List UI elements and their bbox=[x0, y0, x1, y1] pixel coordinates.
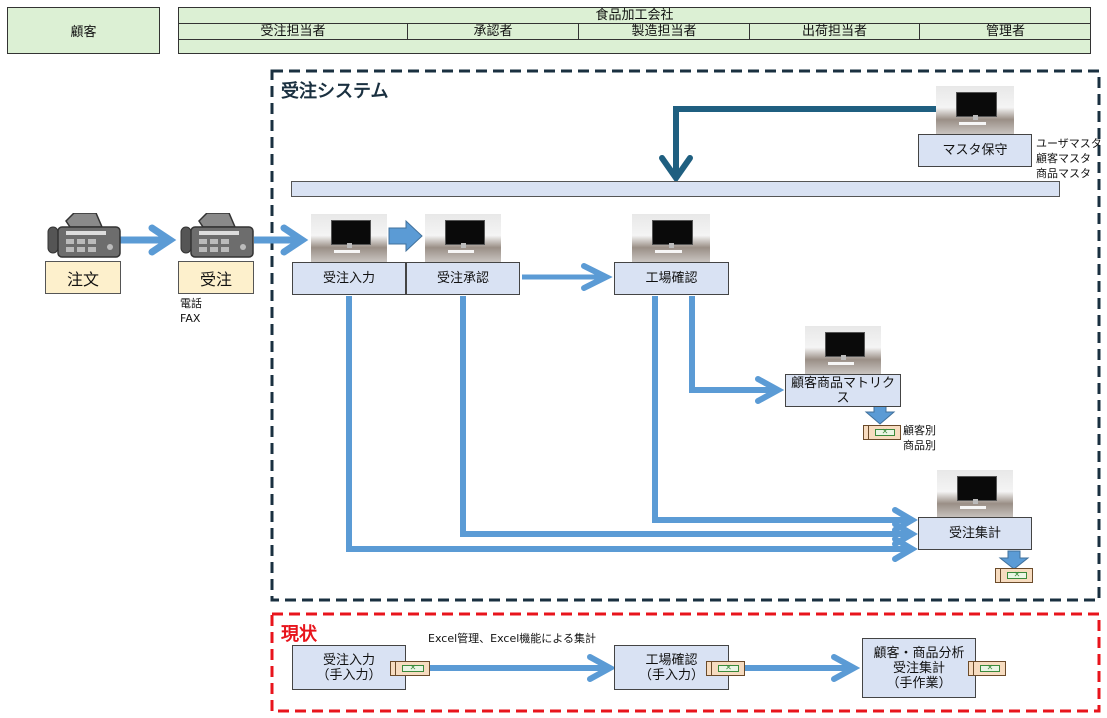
lane-company: 食品加工会社 受注担当者 承認者 製造担当者 出荷担当者 管理者 bbox=[178, 7, 1091, 54]
process-order-entry[interactable]: 受注入力 bbox=[292, 262, 406, 295]
arrowhead bbox=[280, 224, 309, 256]
current-title: 現状 bbox=[281, 624, 317, 645]
excel-icon bbox=[390, 661, 430, 676]
process-manual-analysis[interactable]: 顧客・商品分析 受注集計 （手作業） bbox=[862, 638, 976, 698]
arrowhead bbox=[148, 224, 177, 256]
channel-fax: FAX bbox=[180, 312, 201, 325]
role-approver: 承認者 bbox=[407, 24, 578, 40]
arrowhead bbox=[587, 654, 617, 682]
lane-customer-label: 顧客 bbox=[70, 25, 97, 40]
current-border bbox=[270, 612, 1101, 713]
excel-icon bbox=[706, 661, 745, 676]
manual-entry-line1: 受注入力 bbox=[322, 652, 375, 668]
computer-icon bbox=[632, 214, 710, 262]
manual-analysis-line3: （手作業） bbox=[886, 675, 952, 691]
role-order-staff: 受注担当者 bbox=[260, 24, 326, 39]
master-note-customer: 顧客マスタ bbox=[1036, 152, 1091, 165]
process-customer-product-matrix[interactable]: 顧客商品マトリクス bbox=[785, 374, 901, 407]
process-manual-factory[interactable]: 工場確認 （手入力） bbox=[614, 645, 729, 690]
computer-icon bbox=[936, 86, 1014, 134]
process-order-approval[interactable]: 受注承認 bbox=[406, 262, 520, 295]
manual-analysis-line2: 受注集計 bbox=[892, 660, 945, 676]
arrowhead bbox=[755, 376, 785, 404]
arrow-matrix-to-excel bbox=[864, 404, 896, 425]
system-border bbox=[270, 69, 1101, 602]
master-arrow-head bbox=[659, 155, 693, 184]
arrow-approval-to-summary bbox=[460, 296, 908, 537]
role-manager: 管理者 bbox=[985, 24, 1025, 39]
computer-icon bbox=[805, 326, 881, 374]
matrix-note-customer: 顧客別 bbox=[903, 424, 936, 437]
master-note-product: 商品マスタ bbox=[1036, 167, 1091, 180]
manual-factory-line1: 工場確認 bbox=[645, 652, 698, 668]
process-order-summary[interactable]: 受注集計 bbox=[918, 517, 1032, 550]
excel-icon bbox=[968, 661, 1006, 676]
lane-customer: 顧客 bbox=[7, 7, 160, 54]
receive-label: 受注 bbox=[178, 261, 254, 294]
arrow-factory-to-matrix bbox=[689, 296, 775, 393]
arrow-factory-to-summary bbox=[652, 296, 908, 523]
excel-icon bbox=[863, 425, 901, 440]
fax-icon bbox=[177, 212, 255, 261]
arrowhead bbox=[831, 654, 861, 682]
matrix-note-product: 商品別 bbox=[903, 439, 936, 452]
manual-analysis-line1: 顧客・商品分析 bbox=[873, 645, 965, 661]
arrow-entry-to-summary bbox=[346, 296, 908, 552]
arrow-entry-to-approval bbox=[388, 219, 423, 253]
role-row: 受注担当者 承認者 製造担当者 出荷担当者 管理者 bbox=[179, 23, 1090, 40]
master-database-bar bbox=[291, 181, 1060, 197]
process-factory-check[interactable]: 工場確認 bbox=[614, 262, 729, 295]
arrowhead bbox=[581, 263, 613, 291]
computer-icon bbox=[311, 214, 387, 262]
order-label: 注文 bbox=[45, 261, 121, 294]
arrowhead bbox=[892, 536, 918, 562]
master-arrow-line bbox=[673, 106, 936, 178]
role-shipping: 出荷担当者 bbox=[749, 24, 920, 40]
process-master-maintenance[interactable]: マスタ保守 bbox=[918, 134, 1032, 167]
arrow-summary-to-excel bbox=[998, 550, 1030, 570]
computer-icon bbox=[937, 470, 1013, 518]
role-manufacturing: 製造担当者 bbox=[578, 24, 749, 40]
current-note: Excel管理、Excel機能による集計 bbox=[428, 632, 596, 645]
system-title: 受注システム bbox=[281, 81, 389, 102]
manual-factory-line2: （手入力） bbox=[638, 667, 704, 683]
fax-icon bbox=[44, 212, 122, 261]
master-note-user: ユーザマスタ bbox=[1036, 137, 1102, 150]
manual-entry-line2: （手入力） bbox=[316, 667, 382, 683]
lane-company-label: 食品加工会社 bbox=[595, 8, 674, 23]
computer-icon bbox=[425, 214, 501, 262]
excel-icon bbox=[995, 568, 1033, 583]
process-manual-entry[interactable]: 受注入力 （手入力） bbox=[292, 645, 406, 690]
channel-phone: 電話 bbox=[180, 297, 202, 310]
